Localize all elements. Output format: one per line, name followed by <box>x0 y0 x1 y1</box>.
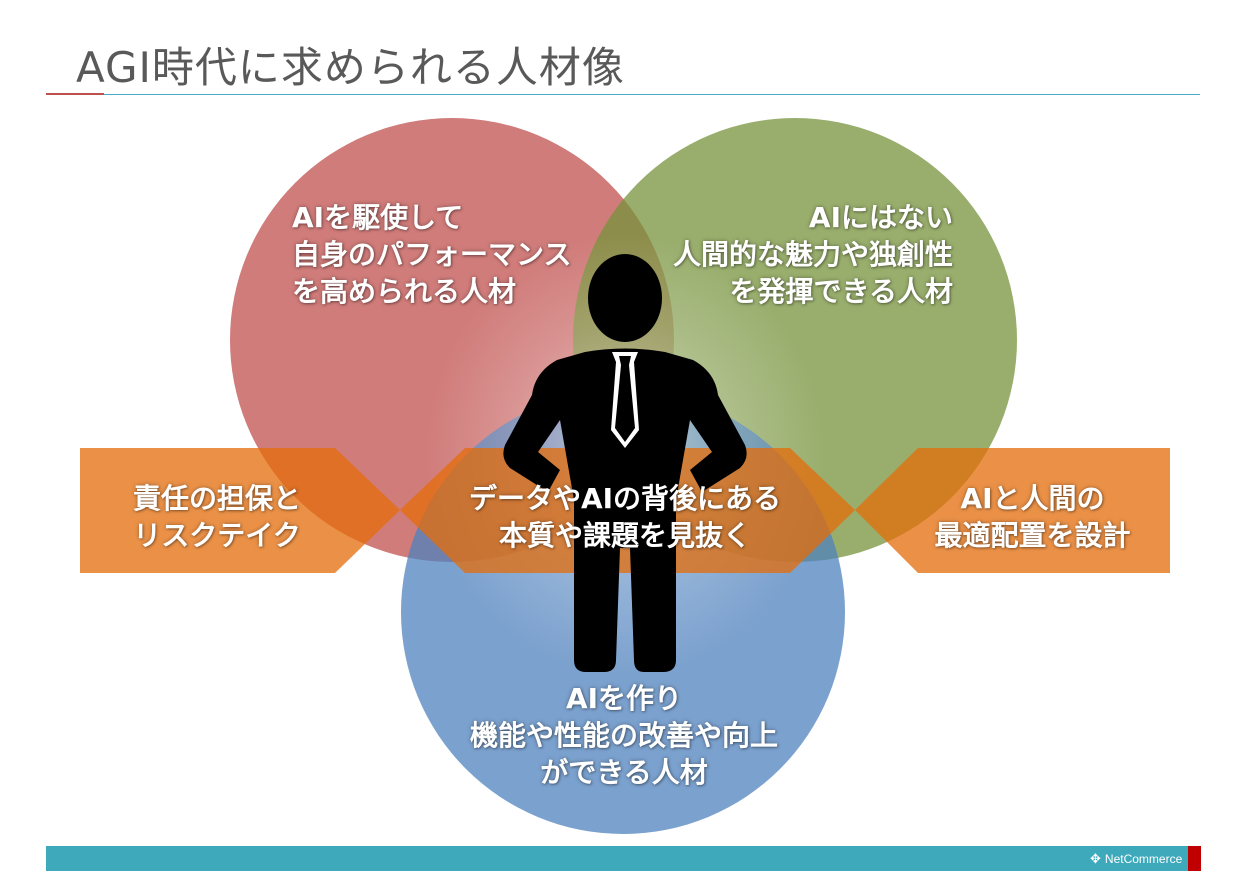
circle-blue-label: AIを作り 機能や性能の改善や向上 ができる人材 <box>469 682 778 789</box>
pentagon-left-label: 責任の担保と リスクテイク <box>132 482 301 552</box>
pentagon-center-label: データやAIの背後にある 本質や課題を見抜く <box>468 482 782 552</box>
businessman-icon <box>503 254 747 672</box>
footer-accent <box>1188 846 1201 871</box>
footer-bar <box>46 846 1188 871</box>
circle-red-label: AIを駆使して 自身のパフォーマンス を高められる人材 <box>292 201 572 308</box>
page-title: AGI時代に求められる人材像 <box>76 43 625 92</box>
circle-green-label: AIにはない 人間的な魅力や独創性 を発揮できる人材 <box>672 201 953 308</box>
pentagon-left <box>80 448 400 573</box>
company-logo: ✥ NetCommerce <box>1090 850 1182 868</box>
title-underline-accent <box>46 93 104 95</box>
title-underline <box>104 94 1200 95</box>
logo-text: NetCommerce <box>1104 852 1183 866</box>
netcommerce-logo-icon: ✥ <box>1090 851 1101 867</box>
pentagon-right <box>855 448 1170 573</box>
pentagon-right-label: AIと人間の 最適配置を設計 <box>934 482 1131 552</box>
